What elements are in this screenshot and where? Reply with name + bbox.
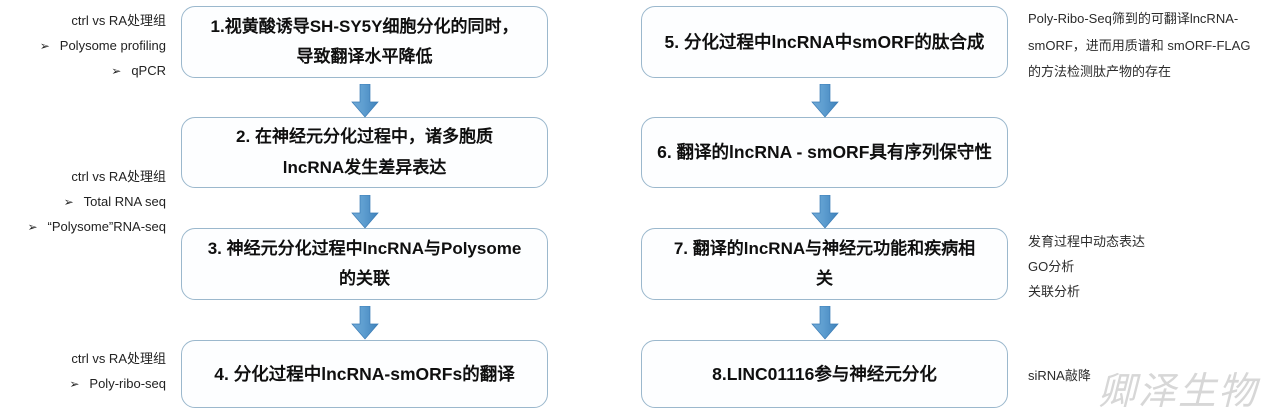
down-arrow-icon: [811, 195, 839, 229]
annotation-text: “Polysome”RNA-seq: [47, 218, 166, 234]
annotation-text: Poly-ribo-seq: [89, 375, 166, 391]
flow-box-5[interactable]: 5. 分化过程中lncRNA中smORF的肽合成: [641, 6, 1008, 78]
flow-box-1[interactable]: 1.视黄酸诱导SH-SY5Y细胞分化的同时， 导致翻译水平降低: [181, 6, 548, 78]
annotation-text: qPCR: [131, 62, 166, 78]
annotation-line: ➢ Total RNA seq: [0, 190, 166, 215]
down-arrow-icon: [811, 84, 839, 118]
annotation-line: ➢ qPCR: [0, 59, 166, 84]
annotation-text: siRNA敲降: [1028, 368, 1091, 383]
flow-box-1-text: 1.视黄酸诱导SH-SY5Y细胞分化的同时， 导致翻译水平降低: [210, 16, 519, 66]
down-arrow-icon: [811, 306, 839, 340]
annotation-line: ctrl vs RA处理组: [0, 347, 166, 372]
flow-box-6[interactable]: 6. 翻译的lncRNA - smORF具有序列保守性: [641, 117, 1008, 188]
annotation-line: ➢ Polysome profiling: [0, 34, 166, 59]
flow-box-4[interactable]: 4. 分化过程中lncRNA-smORFs的翻译: [181, 340, 548, 408]
flow-box-7[interactable]: 7. 翻译的lncRNA与神经元功能和疾病相 关: [641, 228, 1008, 300]
bullet-arrow-icon: ➢: [63, 194, 74, 209]
down-arrow-icon: [351, 195, 379, 229]
annotation-text: 发育过程中动态表达: [1028, 234, 1146, 249]
flow-box-8[interactable]: 8.LINC01116参与神经元分化: [641, 340, 1008, 408]
down-arrow-icon: [351, 306, 379, 340]
annotation-text: Total RNA seq: [83, 193, 166, 209]
annotation-text: 关联分析: [1028, 283, 1081, 299]
down-arrow-icon: [351, 84, 379, 118]
bullet-arrow-icon: ➢: [111, 63, 122, 78]
flow-box-7-text: 7. 翻译的lncRNA与神经元功能和疾病相 关: [673, 238, 976, 288]
flow-box-4-text: 4. 分化过程中lncRNA-smORFs的翻译: [214, 363, 515, 384]
flow-box-3-text: 3. 神经元分化过程中lncRNA与Polysome 的关联: [207, 238, 522, 288]
annotation-text: 的方法检测肽产物的存在: [1028, 64, 1172, 80]
annotation-text: Poly-Ribo-Seq筛到的可翻译lncRNA-: [1028, 11, 1239, 26]
bullet-arrow-icon: ➢: [39, 38, 50, 53]
bullet-arrow-icon: ➢: [27, 219, 38, 234]
right-annotation-group-3: siRNA敲降: [1028, 363, 1267, 389]
flow-box-2[interactable]: 2. 在神经元分化过程中，诸多胞质 lncRNA发生差异表达: [181, 117, 548, 188]
annotation-text: GO分析: [1028, 258, 1075, 274]
flow-box-3[interactable]: 3. 神经元分化过程中lncRNA与Polysome 的关联: [181, 228, 548, 300]
annotation-text: smORF，进而用质谱和 smORF-FLAG: [1028, 37, 1251, 53]
flow-box-5-text: 5. 分化过程中lncRNA中smORF的肽合成: [664, 31, 985, 52]
bullet-arrow-icon: ➢: [69, 376, 80, 391]
annotation-text: ctrl vs RA处理组: [71, 13, 166, 28]
flow-box-2-text: 2. 在神经元分化过程中，诸多胞质 lncRNA发生差异表达: [236, 127, 493, 177]
right-annotation-group-1: Poly-Ribo-Seq筛到的可翻译lncRNA- smORF，进而用质谱和 …: [1028, 6, 1267, 86]
flow-box-6-text: 6. 翻译的lncRNA - smORF具有序列保守性: [657, 142, 992, 163]
annotation-text: ctrl vs RA处理组: [71, 351, 166, 366]
left-annotation-group-3: ctrl vs RA处理组 ➢ Poly-ribo-seq: [0, 347, 166, 397]
annotation-line: ➢ Poly-ribo-seq: [0, 372, 166, 397]
left-annotation-group-2: ctrl vs RA处理组 ➢ Total RNA seq ➢ “Polysome”…: [0, 165, 166, 240]
annotation-text: Polysome profiling: [59, 37, 166, 53]
right-annotation-group-2: 发育过程中动态表达 GO分析 关联分析: [1028, 230, 1267, 305]
annotation-line: ➢ “Polysome”RNA-seq: [0, 215, 166, 240]
annotation-text: ctrl vs RA处理组: [71, 169, 166, 184]
flow-box-8-text: 8.LINC01116参与神经元分化: [712, 363, 937, 384]
annotation-line: ctrl vs RA处理组: [0, 9, 166, 34]
annotation-line: ctrl vs RA处理组: [0, 165, 166, 190]
left-annotation-group-1: ctrl vs RA处理组 ➢ Polysome profiling ➢ qPCR: [0, 9, 166, 84]
watermark: 卿泽生物: [1098, 369, 1259, 413]
